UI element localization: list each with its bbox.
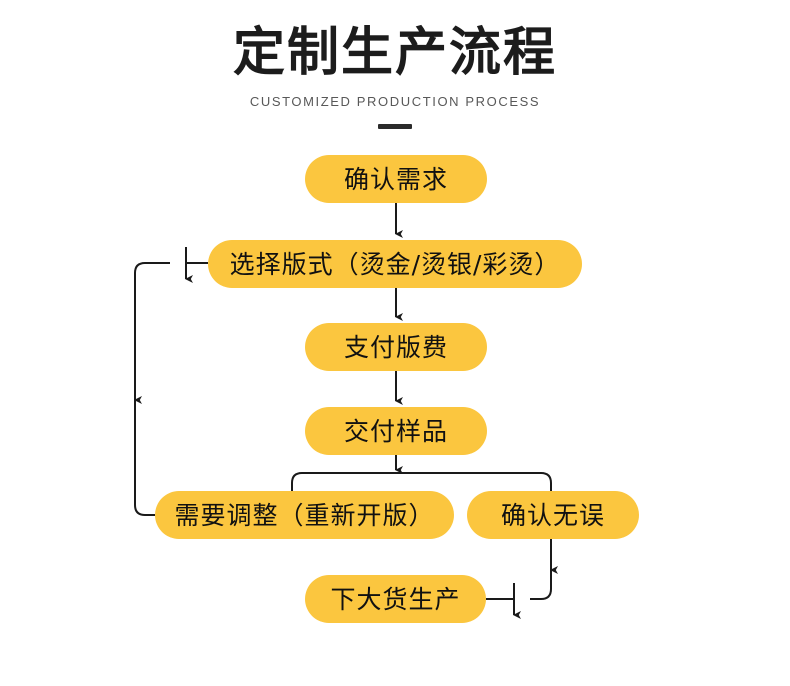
flow-node-label: 支付版费 — [343, 332, 448, 362]
flow-node-bulk-production[interactable]: 下大货生产 — [305, 575, 486, 623]
page-subtitle: CUSTOMIZED PRODUCTION PROCESS — [249, 94, 541, 109]
flow-node-label: 下大货生产 — [330, 584, 461, 614]
page-title: 定制生产流程 — [232, 23, 557, 83]
flow-node-confirm-ok[interactable]: 确认无误 — [467, 491, 639, 539]
page-header: 定制生产流程 CUSTOMIZED PRODUCTION PROCESS — [0, 0, 790, 129]
edge-need-adjust-loop-back — [134, 390, 155, 516]
flow-node-confirm-requirement[interactable]: 确认需求 — [305, 155, 487, 203]
flow-node-label: 确认无误 — [500, 500, 605, 530]
flow-node-select-style[interactable]: 选择版式（烫金/烫银/彩烫） — [208, 240, 582, 288]
flow-node-deliver-sample[interactable]: 交付样品 — [305, 407, 487, 455]
edge-confirm-ok-elbow — [530, 562, 552, 600]
flow-node-label: 确认需求 — [343, 164, 448, 194]
flow-node-label: 交付样品 — [343, 416, 448, 446]
edge-loop-top-into-select-style — [134, 262, 170, 390]
title-divider — [378, 124, 412, 129]
flow-node-label: 需要调整（重新开版） — [174, 500, 435, 530]
flow-node-need-adjust[interactable]: 需要调整（重新开版） — [155, 491, 454, 539]
edge-branch-split — [291, 472, 552, 491]
flow-node-label: 选择版式（烫金/烫银/彩烫） — [229, 249, 561, 279]
flow-node-pay-plate-fee[interactable]: 支付版费 — [305, 323, 487, 371]
